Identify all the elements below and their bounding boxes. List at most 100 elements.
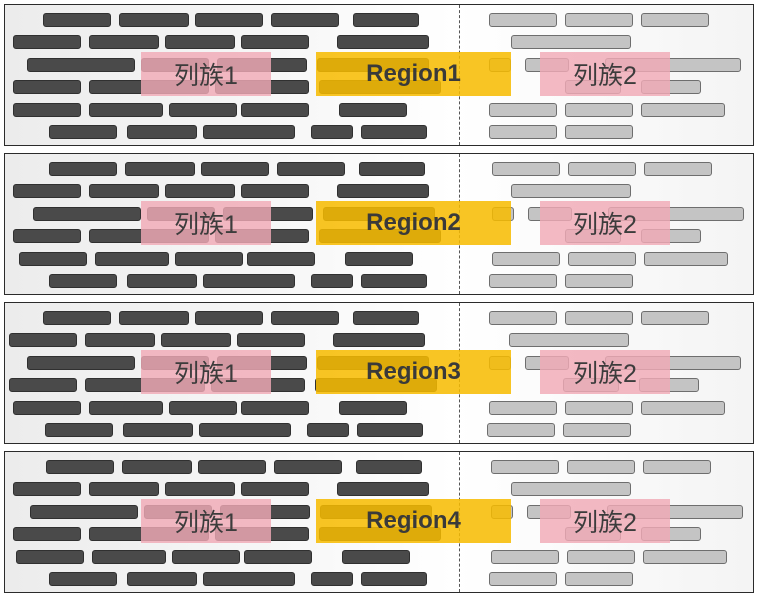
- row-brick: [27, 58, 135, 72]
- row-brick: [13, 527, 81, 541]
- row-brick: [161, 333, 231, 347]
- row-brick: [271, 13, 339, 27]
- row-brick: [119, 311, 189, 325]
- row-brick: [567, 460, 635, 474]
- row-brick: [89, 35, 159, 49]
- column-family-1-label: 列族1: [141, 499, 271, 543]
- row-brick: [565, 311, 633, 325]
- column-family-1-label: 列族1: [141, 201, 271, 245]
- row-brick: [353, 13, 419, 27]
- row-brick: [195, 13, 263, 27]
- row-brick: [241, 401, 309, 415]
- row-brick: [169, 401, 237, 415]
- row-brick: [46, 460, 114, 474]
- row-brick: [27, 356, 135, 370]
- row-brick: [30, 505, 138, 519]
- row-brick: [339, 103, 407, 117]
- region-label: Region4: [316, 499, 511, 543]
- row-brick: [337, 184, 429, 198]
- row-brick: [169, 103, 237, 117]
- row-brick: [489, 274, 557, 288]
- row-brick: [95, 252, 169, 266]
- region-label: Region2: [316, 201, 511, 245]
- row-brick: [356, 460, 422, 474]
- row-brick: [199, 423, 291, 437]
- row-brick: [241, 103, 309, 117]
- row-brick: [13, 35, 81, 49]
- region-panel-4: 列族1 Region4 列族2: [4, 451, 754, 593]
- row-brick: [241, 482, 309, 496]
- row-brick: [13, 184, 81, 198]
- region-panel-3: 列族1 Region3 列族2: [4, 302, 754, 444]
- row-brick: [492, 162, 560, 176]
- column-family-1-label: 列族1: [141, 350, 271, 394]
- row-brick: [247, 252, 315, 266]
- column-family-1-label: 列族1: [141, 52, 271, 96]
- column-family-2-label: 列族2: [540, 350, 670, 394]
- row-brick: [565, 125, 633, 139]
- row-brick: [45, 423, 113, 437]
- row-brick: [92, 550, 166, 564]
- row-brick: [311, 274, 353, 288]
- row-brick: [361, 274, 427, 288]
- row-brick: [16, 550, 84, 564]
- region-label: Region1: [316, 52, 511, 96]
- row-brick: [487, 423, 555, 437]
- row-brick: [489, 572, 557, 586]
- column-family-2-label: 列族2: [540, 201, 670, 245]
- row-brick: [489, 311, 557, 325]
- row-brick: [127, 125, 197, 139]
- row-brick: [342, 550, 410, 564]
- row-brick: [123, 423, 193, 437]
- row-brick: [13, 229, 81, 243]
- row-brick: [511, 184, 631, 198]
- row-brick: [271, 311, 339, 325]
- row-brick: [127, 274, 197, 288]
- row-brick: [359, 162, 425, 176]
- row-brick: [9, 333, 77, 347]
- row-brick: [337, 482, 429, 496]
- row-brick: [89, 482, 159, 496]
- row-brick: [203, 274, 295, 288]
- row-brick: [565, 401, 633, 415]
- row-brick: [198, 460, 266, 474]
- row-brick: [13, 482, 81, 496]
- row-brick: [509, 333, 629, 347]
- row-brick: [641, 311, 709, 325]
- row-brick: [165, 482, 235, 496]
- row-brick: [339, 401, 407, 415]
- column-family-2-label: 列族2: [540, 499, 670, 543]
- row-brick: [203, 125, 295, 139]
- row-brick: [13, 80, 81, 94]
- row-brick: [345, 252, 413, 266]
- row-brick: [333, 333, 425, 347]
- row-brick: [565, 572, 633, 586]
- row-brick: [567, 550, 635, 564]
- region-panel-2: 列族1 Region2 列族2: [4, 153, 754, 295]
- row-brick: [274, 460, 342, 474]
- row-brick: [489, 125, 557, 139]
- row-brick: [491, 550, 559, 564]
- row-brick: [203, 572, 295, 586]
- row-brick: [361, 572, 427, 586]
- row-brick: [277, 162, 345, 176]
- row-brick: [85, 333, 155, 347]
- row-brick: [311, 125, 353, 139]
- row-brick: [119, 13, 189, 27]
- row-brick: [49, 274, 117, 288]
- region-label: Region3: [316, 350, 511, 394]
- row-brick: [125, 162, 195, 176]
- row-brick: [43, 13, 111, 27]
- row-brick: [9, 378, 77, 392]
- row-brick: [49, 125, 117, 139]
- row-brick: [307, 423, 349, 437]
- column-family-2-label: 列族2: [540, 52, 670, 96]
- row-brick: [643, 550, 727, 564]
- row-brick: [644, 252, 728, 266]
- row-brick: [19, 252, 87, 266]
- row-brick: [643, 460, 711, 474]
- row-brick: [241, 35, 309, 49]
- row-brick: [568, 162, 636, 176]
- row-brick: [195, 311, 263, 325]
- row-brick: [489, 103, 557, 117]
